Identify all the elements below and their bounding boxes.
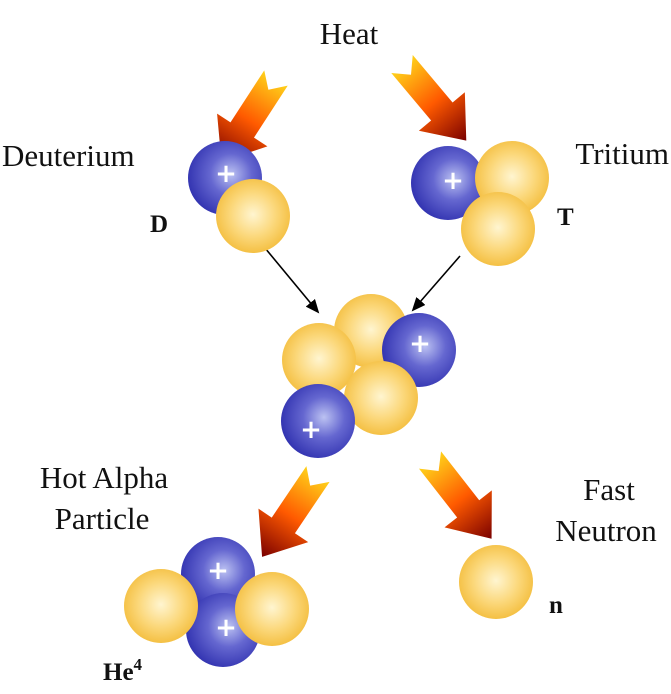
proton-particle-icon <box>181 537 255 611</box>
deuterium-nucleus: + <box>188 141 290 253</box>
proton-particle-icon <box>411 146 485 220</box>
tritium-nucleus: + <box>411 141 549 266</box>
proton-sign: + <box>442 166 464 196</box>
n-symbol: n <box>549 592 563 619</box>
t-symbol: T <box>557 204 574 231</box>
helium-nucleus: + + <box>124 537 309 667</box>
d-symbol: D <box>150 211 168 238</box>
reaction-arrow-left-icon <box>264 247 320 314</box>
he-symbol-superscript: 4 <box>134 655 143 674</box>
heat-arrow-left-icon <box>217 70 288 162</box>
he-symbol-base: He <box>103 659 134 686</box>
alpha-arrow-icon <box>258 466 330 557</box>
neutron-label-line2: Neutron <box>555 513 657 548</box>
neutron-arrow-icon <box>418 451 492 539</box>
neutron-particle-icon <box>124 569 198 643</box>
proton-sign: + <box>215 159 237 189</box>
proton-sign: + <box>215 613 237 643</box>
proton-sign: + <box>409 329 431 359</box>
tritium-label: Tritium <box>575 136 669 171</box>
alpha-label-line1: Hot Alpha <box>40 460 169 495</box>
neutron-particle-icon <box>461 192 535 266</box>
neutron-particle-icon <box>344 361 418 435</box>
deuterium-label: Deuterium <box>2 138 135 173</box>
compound-nucleus: + + <box>281 294 456 458</box>
neutron-particle-icon <box>282 323 356 397</box>
neutron-particle-icon <box>216 179 290 253</box>
heat-label: Heat <box>320 16 379 51</box>
proton-sign: + <box>300 415 322 445</box>
alpha-label-line2: Particle <box>55 501 150 536</box>
free-neutron-icon <box>459 545 533 619</box>
neutron-label-line1: Fast <box>583 472 635 507</box>
proton-sign: + <box>207 556 229 586</box>
he-symbol: He4 <box>103 655 143 686</box>
neutron-particle-icon <box>235 572 309 646</box>
reaction-arrow-right-icon <box>411 255 461 312</box>
heat-arrow-right-icon <box>391 55 467 141</box>
proton-particle-icon <box>281 384 355 458</box>
